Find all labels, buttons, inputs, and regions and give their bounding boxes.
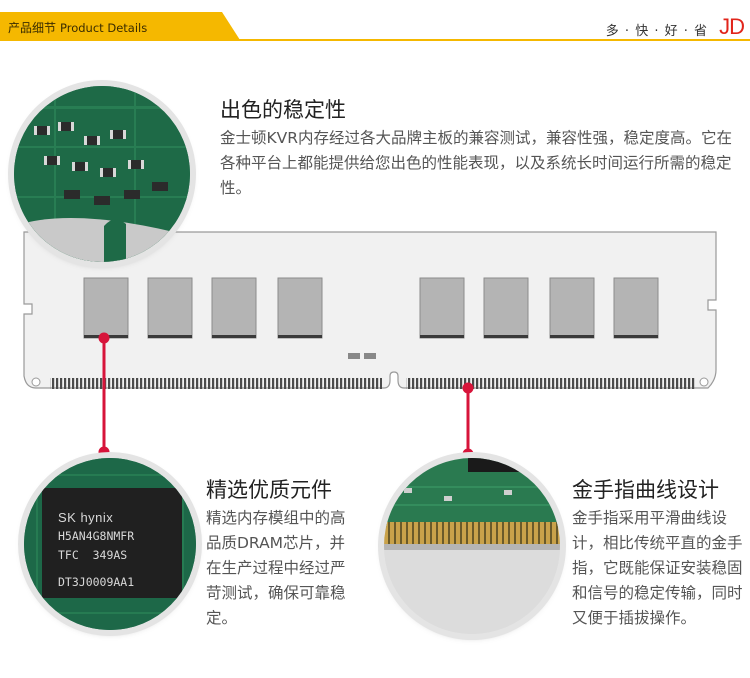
ram-board-outline — [23, 231, 717, 389]
spd-chip-2 — [364, 353, 376, 359]
chip-line-1: H5AN4G8NMFR — [58, 529, 135, 543]
pointer-dot-left-top — [98, 332, 110, 344]
jd-logo: JD — [719, 14, 745, 39]
pcb-closeup-image — [14, 86, 190, 262]
header-tab — [0, 12, 240, 40]
pins-right — [406, 378, 696, 389]
dram-chip-circle: SK hynix H5AN4G8NMFR TFC 349AS DT3J0009A… — [24, 458, 196, 630]
pcb-closeup-circle — [14, 86, 190, 262]
components-title: 精选优质元件 — [206, 478, 332, 502]
spd-chip-1 — [348, 353, 360, 359]
gold-finger-body: 金手指采用平滑曲线设计，相比传统平直的金手指，它既能保证安装稳固和信号的稳定传输… — [572, 509, 743, 627]
title-cn: 产品细节 — [8, 21, 57, 35]
chip-brand: SK hynix — [58, 510, 114, 525]
gold-finger-image — [384, 458, 560, 634]
stability-title: 出色的稳定性 — [220, 98, 346, 122]
slogan: 多 · 快 · 好 · 省 — [605, 24, 708, 39]
dram-chips — [83, 277, 659, 339]
gold-finger-title: 金手指曲线设计 — [572, 478, 719, 502]
pointer-dot-right-top — [462, 382, 474, 394]
pins-left — [50, 378, 382, 389]
chip-line-2: TFC 349AS — [58, 548, 128, 562]
components-body: 精选内存模组中的高品质DRAM芯片，并在生产过程中经过严苛测试，确保可靠稳定。 — [206, 509, 346, 627]
pointer-dot-right-bottom — [462, 448, 474, 460]
mount-hole-right — [699, 377, 709, 387]
chip-line-3: DT3J0009AA1 — [58, 575, 135, 589]
stability-body: 金士顿KVR内存经过各大品牌主板的兼容测试，兼容性强，稳定度高。它在各种平台上都… — [220, 129, 733, 197]
dram-chip-image — [24, 458, 196, 630]
pointer-dot-left-bottom — [98, 446, 110, 458]
title-en: Product Details — [60, 21, 148, 35]
gold-finger-circle — [384, 458, 560, 634]
mount-hole-left — [31, 377, 41, 387]
header-divider — [0, 39, 750, 41]
